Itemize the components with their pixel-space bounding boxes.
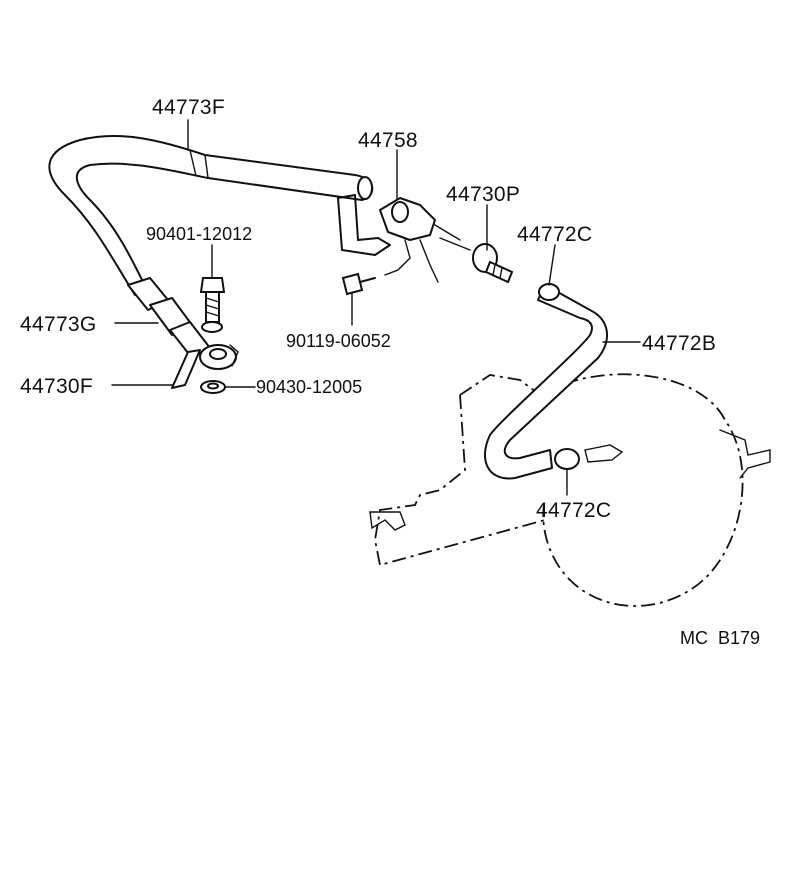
- screw-90119-06052: [341, 272, 376, 296]
- valve-44730P: [439, 237, 514, 284]
- label-44758: 44758: [358, 129, 418, 152]
- hose-44773F: [48, 135, 374, 296]
- label-44730P: 44730P: [446, 183, 520, 206]
- label-90401-12012: 90401-12012: [146, 224, 252, 244]
- bolt-90401-12012: [199, 277, 226, 333]
- brake-booster-outline: [369, 373, 771, 607]
- hose-44772B: [484, 283, 609, 480]
- diagram-code: MC B179: [680, 628, 760, 648]
- label-90119-06052: 90119-06052: [286, 331, 391, 351]
- hose-44773G-assembly: [127, 277, 239, 389]
- label-44773F: 44773F: [152, 96, 225, 119]
- leader-lines: [111, 119, 641, 496]
- label-44773G: 44773G: [20, 313, 97, 336]
- label-44772B: 44772B: [642, 332, 716, 355]
- label-44730F: 44730F: [20, 375, 93, 398]
- part-labels: 44773F 44758 44730P 44772C 90401-12012 4…: [20, 96, 760, 648]
- label-90430-12005: 90430-12005: [256, 377, 362, 397]
- bracket-44758: [337, 194, 461, 283]
- label-44772C-top: 44772C: [517, 223, 592, 246]
- washer-90430-12005: [200, 380, 226, 394]
- label-44772C-bottom: 44772C: [536, 499, 611, 522]
